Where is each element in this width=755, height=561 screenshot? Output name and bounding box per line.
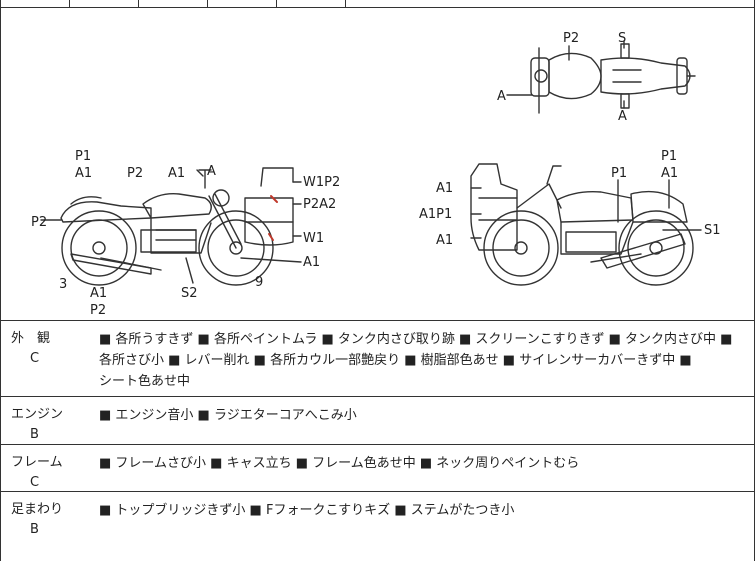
note-line: 各所さび小 ■ レバー削れ ■ 各所カウル一部艶戻り ■ 樹脂部色あせ ■ サイ… [99, 353, 692, 368]
label-p1-mid: P1 [611, 166, 627, 181]
label-s-top: S [618, 31, 626, 46]
category-cell: 足まわり B [11, 500, 89, 540]
label-a1-top: A1 [75, 166, 92, 181]
right-side-motorcycle [470, 163, 702, 286]
strip-cell [70, 0, 139, 7]
category-cell: エンジン B [11, 405, 89, 445]
label-p1-right: P1 [661, 149, 677, 164]
category-name: 足まわり [11, 502, 64, 517]
damage-diagram: P2 S A A P1 A1 P2 A1 A W1P2 P2A2 P2 W1 A… [1, 8, 754, 321]
label-a1-a: A1 [436, 181, 453, 196]
condition-notes: ■ フレームさび小 ■ キャス立ち ■ フレーム色あせ中 ■ ネック周りペイント… [99, 453, 749, 474]
condition-row-exterior: 外 観 C ■ 各所うすきず ■ 各所ペイントムラ ■ タンク内さび取り跡 ■ … [1, 321, 754, 397]
category-cell: フレーム C [11, 453, 89, 493]
grade: C [30, 475, 40, 490]
strip-cell [208, 0, 277, 7]
label-a1-mid: A1 [168, 166, 185, 181]
label-p2-left: P2 [31, 215, 47, 230]
condition-row-frame: フレーム C ■ フレームさび小 ■ キャス立ち ■ フレーム色あせ中 ■ ネッ… [1, 445, 754, 492]
label-a-left: A [497, 89, 506, 104]
condition-notes: ■ 各所うすきず ■ 各所ペイントムラ ■ タンク内さび取り跡 ■ スクリーンこ… [99, 329, 749, 392]
note-line: ■ 各所うすきず ■ 各所ペイントムラ ■ タンク内さび取り跡 ■ スクリーンこ… [99, 332, 733, 347]
left-side-motorcycle [40, 167, 302, 286]
label-s2: S2 [181, 286, 198, 301]
label-p2-top: P2 [127, 166, 143, 181]
label-p2-top: P2 [563, 31, 579, 46]
condition-row-suspension: 足まわり B ■ トップブリッジきず小 ■ Fフォークこすりキズ ■ ステムがた… [1, 492, 754, 561]
label-p2-bottom: P2 [90, 303, 106, 318]
category-cell: 外 観 C [11, 329, 89, 369]
label-w1p2: W1P2 [303, 175, 340, 190]
label-a1-right: A1 [661, 166, 678, 181]
label-w1: W1 [303, 231, 324, 246]
top-table-strip [1, 0, 754, 8]
label-p1: P1 [75, 149, 91, 164]
label-a1-right: A1 [303, 255, 320, 270]
condition-notes: ■ トップブリッジきず小 ■ Fフォークこすりキズ ■ ステムがたつき小 [99, 500, 749, 521]
category-name: フレーム [11, 455, 63, 470]
note-line: シート色あせ中 [99, 374, 191, 389]
note-line: ■ トップブリッジきず小 ■ Fフォークこすりキズ ■ ステムがたつき小 [99, 503, 515, 518]
condition-notes: ■ エンジン音小 ■ ラジエターコアへこみ小 [99, 405, 749, 426]
label-9: 9 [255, 275, 263, 290]
strip-cell [1, 0, 70, 7]
grade: C [30, 351, 40, 366]
label-a1p1: A1P1 [419, 207, 452, 222]
condition-row-engine: エンジン B ■ エンジン音小 ■ ラジエターコアへこみ小 [1, 397, 754, 445]
damage-mark [270, 195, 278, 203]
damage-mark [268, 233, 274, 241]
top-view-motorcycle [506, 40, 696, 114]
note-line: ■ エンジン音小 ■ ラジエターコアへこみ小 [99, 408, 357, 423]
label-s1: S1 [704, 223, 721, 238]
label-3: 3 [59, 277, 67, 292]
grade: B [30, 427, 39, 442]
strip-cell [139, 0, 208, 7]
grade: B [30, 522, 39, 537]
label-a1-bottom: A1 [90, 286, 107, 301]
strip-cell [277, 0, 346, 7]
motorcycle-diagram-svg: P2 S A A P1 A1 P2 A1 A W1P2 P2A2 P2 W1 A… [31, 31, 721, 318]
category-name: 外 観 [11, 331, 51, 346]
label-a-top: A [207, 164, 216, 179]
note-line: ■ フレームさび小 ■ キャス立ち ■ フレーム色あせ中 ■ ネック周りペイント… [99, 456, 580, 471]
category-name: エンジン [11, 407, 64, 422]
label-a-bottom: A [618, 109, 627, 124]
label-p2a2: P2A2 [303, 197, 336, 212]
label-a1-c: A1 [436, 233, 453, 248]
